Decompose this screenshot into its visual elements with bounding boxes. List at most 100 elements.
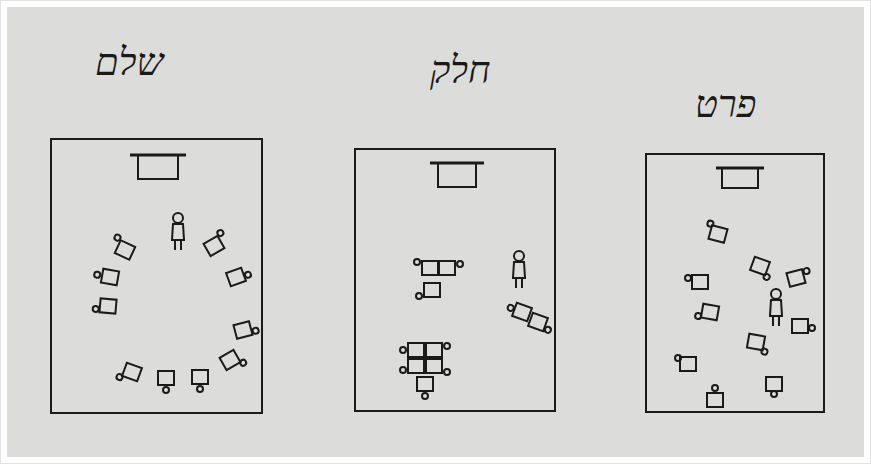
desk <box>192 370 208 392</box>
desk-top <box>192 370 208 384</box>
desk-top <box>701 304 719 321</box>
teacher-leg <box>515 278 517 288</box>
chair <box>544 326 552 334</box>
desk <box>400 359 424 373</box>
desk-top <box>750 257 770 276</box>
chair <box>507 304 515 312</box>
chair <box>763 273 771 281</box>
desk <box>506 300 532 321</box>
desk-top <box>512 303 532 322</box>
layout-title: פרט <box>695 82 757 126</box>
classroom-plan: פרט <box>645 153 825 413</box>
desk <box>746 334 770 355</box>
desk <box>417 377 433 399</box>
desk-top <box>220 350 241 370</box>
chair <box>675 355 681 361</box>
chair <box>163 387 169 393</box>
desk-top <box>204 236 225 256</box>
desk-top <box>99 298 116 313</box>
desk-top <box>101 269 119 286</box>
desk-top <box>439 261 455 275</box>
desk <box>675 355 696 371</box>
teacher <box>513 251 525 288</box>
desk-top <box>408 359 424 373</box>
teacher-leg <box>772 316 774 326</box>
desk <box>233 319 259 338</box>
classroom-plan: שלם <box>50 138 263 414</box>
teacher-leg <box>180 240 182 250</box>
teacher <box>770 289 782 326</box>
layout-title: חלק <box>430 48 491 92</box>
chair <box>239 359 247 367</box>
desk <box>792 319 815 333</box>
desk <box>116 361 142 386</box>
chair <box>457 261 463 267</box>
desk-top <box>115 240 135 259</box>
desk <box>704 220 729 243</box>
chair <box>400 367 406 373</box>
desk <box>108 234 136 260</box>
teacher-head <box>173 213 183 223</box>
desk <box>414 259 438 275</box>
chair <box>422 393 428 399</box>
whiteboards <box>130 155 764 188</box>
desk-top <box>792 319 808 333</box>
chair <box>803 267 810 274</box>
chair <box>114 234 122 242</box>
desk <box>426 359 450 375</box>
chair <box>761 348 768 355</box>
desk <box>766 377 782 397</box>
desk <box>528 313 554 334</box>
layout-title: שלם <box>95 40 163 84</box>
chair <box>444 343 450 349</box>
chair <box>116 373 124 381</box>
desk-top <box>426 343 442 357</box>
desk-top <box>766 377 782 391</box>
teacher-leg <box>778 316 780 326</box>
desk-top <box>747 334 765 351</box>
desk <box>92 298 116 314</box>
chair <box>92 306 99 313</box>
desk-top <box>426 359 442 373</box>
chair <box>216 229 224 237</box>
desk-top <box>226 268 246 287</box>
teacher-head <box>514 251 524 261</box>
chair <box>771 391 777 397</box>
teacher-body <box>172 224 184 240</box>
desk <box>93 267 119 285</box>
desk <box>202 229 231 256</box>
desk <box>416 283 440 299</box>
chair <box>712 385 718 391</box>
desk-top <box>422 261 438 275</box>
desk <box>786 267 812 286</box>
desks-and-chairs <box>92 220 815 407</box>
desk <box>158 371 174 393</box>
desk-top <box>233 321 252 339</box>
teacher-leg <box>174 240 176 250</box>
chair <box>707 220 714 227</box>
desk-top <box>158 371 174 385</box>
teacher-body <box>770 300 782 316</box>
desk-top <box>692 275 708 289</box>
teacher-body <box>513 262 525 278</box>
chair <box>416 293 422 299</box>
classroom-plan: חלק <box>354 148 556 412</box>
desk <box>220 347 248 374</box>
desk <box>695 303 719 323</box>
chair <box>197 386 203 392</box>
desk <box>226 265 252 286</box>
chair <box>400 347 406 353</box>
desk <box>439 261 463 275</box>
teacher-head <box>771 289 781 299</box>
desk-top <box>707 393 723 407</box>
paper-sheet <box>4 4 867 460</box>
chair <box>244 271 252 279</box>
desk-top <box>680 357 696 371</box>
chair <box>809 325 815 331</box>
desk-top <box>122 363 142 382</box>
desk <box>749 257 775 281</box>
desk-top <box>408 343 424 357</box>
chair <box>414 259 420 265</box>
desk-top <box>708 225 727 243</box>
chair <box>444 369 450 375</box>
